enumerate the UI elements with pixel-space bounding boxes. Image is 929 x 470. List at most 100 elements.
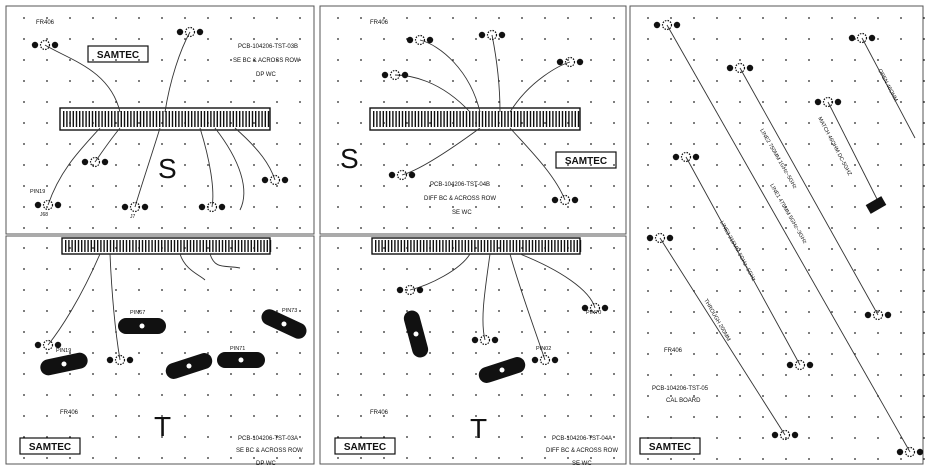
traces [44,24,916,453]
connector-pin [379,111,381,127]
via-dot [808,59,810,61]
connector-pin [515,240,518,252]
via-dot [521,185,523,187]
via-dot [854,143,856,145]
via-dot [498,436,500,438]
via-dot [498,289,500,291]
test-pad [106,354,134,366]
via-dot [739,311,741,313]
via-dot [762,101,764,103]
via-dot [138,143,140,145]
via-dot [207,59,209,61]
connector-pin [253,240,256,252]
via-dot [923,311,925,313]
via-dot [253,206,255,208]
via-dot [808,416,810,418]
via-dot [115,310,117,312]
via-dot [923,332,925,334]
via-dot [854,206,856,208]
via-dot [138,310,140,312]
via-dot [613,101,615,103]
via-dot [46,331,48,333]
connector-pin [509,240,511,252]
via-dot [785,311,787,313]
via-dot [299,457,301,459]
connector-pin [474,240,476,252]
connector-pin [549,111,551,127]
samtec-logo: SAMTEC [334,437,396,455]
via-dot [46,415,48,417]
connector-pin [411,111,413,127]
via-dot [567,352,569,354]
via-dot [785,185,787,187]
via-dot [406,415,408,417]
via-dot [337,394,339,396]
via-dot [207,373,209,375]
via-dot [521,436,523,438]
via-dot [406,227,408,229]
via-dot [429,101,431,103]
via-dot [544,227,546,229]
via-dot [693,227,695,229]
via-dot [521,352,523,354]
via-dot [739,185,741,187]
via-dot [115,394,117,396]
via-dot [429,415,431,417]
via-dot [184,17,186,19]
via-dot [831,395,833,397]
via-dot [590,38,592,40]
connector-pin [439,240,441,252]
connector-pin [164,240,166,252]
via-dot [854,416,856,418]
via-dot [46,185,48,187]
via-dot [337,289,339,291]
via-dot [670,458,672,460]
via-dot [854,332,856,334]
trace-label: THROUGH 200MM [702,298,731,343]
connector-pin [462,111,464,127]
via-dot [23,122,25,124]
via-dot [670,143,672,145]
connector-pin [127,111,129,127]
via-dot [693,164,695,166]
via-dot [23,38,25,40]
connector-pin [79,111,81,127]
via-dot [647,164,649,166]
connector-pin [442,240,444,252]
via-dot [716,185,718,187]
via-dot [46,17,48,19]
connector-pin [533,111,535,127]
via-dot [762,269,764,271]
via-dot [23,352,25,354]
via-dot [613,143,615,145]
connector-pin [407,240,409,252]
via-dot [92,436,94,438]
connector-pin [101,111,103,127]
via-dot [383,17,385,19]
via-dot [521,227,523,229]
via-dot [762,206,764,208]
connector-pin [477,240,479,252]
connector-pin [207,111,209,127]
via-dot [647,101,649,103]
via-dot [230,436,232,438]
via-dot [831,17,833,19]
via-dot [299,101,301,103]
via-dot [716,80,718,82]
via-dot [406,122,408,124]
via-dot [877,248,879,250]
via-dot [230,17,232,19]
cal-load-footprint [865,196,887,214]
via-dot [23,310,25,312]
via-dot [716,164,718,166]
via-dot [337,268,339,270]
samtec-logo: SAMTEC [555,151,617,169]
test-pad [34,199,62,211]
trace [685,156,801,366]
via-dot [383,415,385,417]
connector-pin [247,240,249,252]
connector-pin [75,111,78,127]
via-dot [161,38,163,40]
via-dot [429,59,431,61]
via-dot [161,143,163,145]
